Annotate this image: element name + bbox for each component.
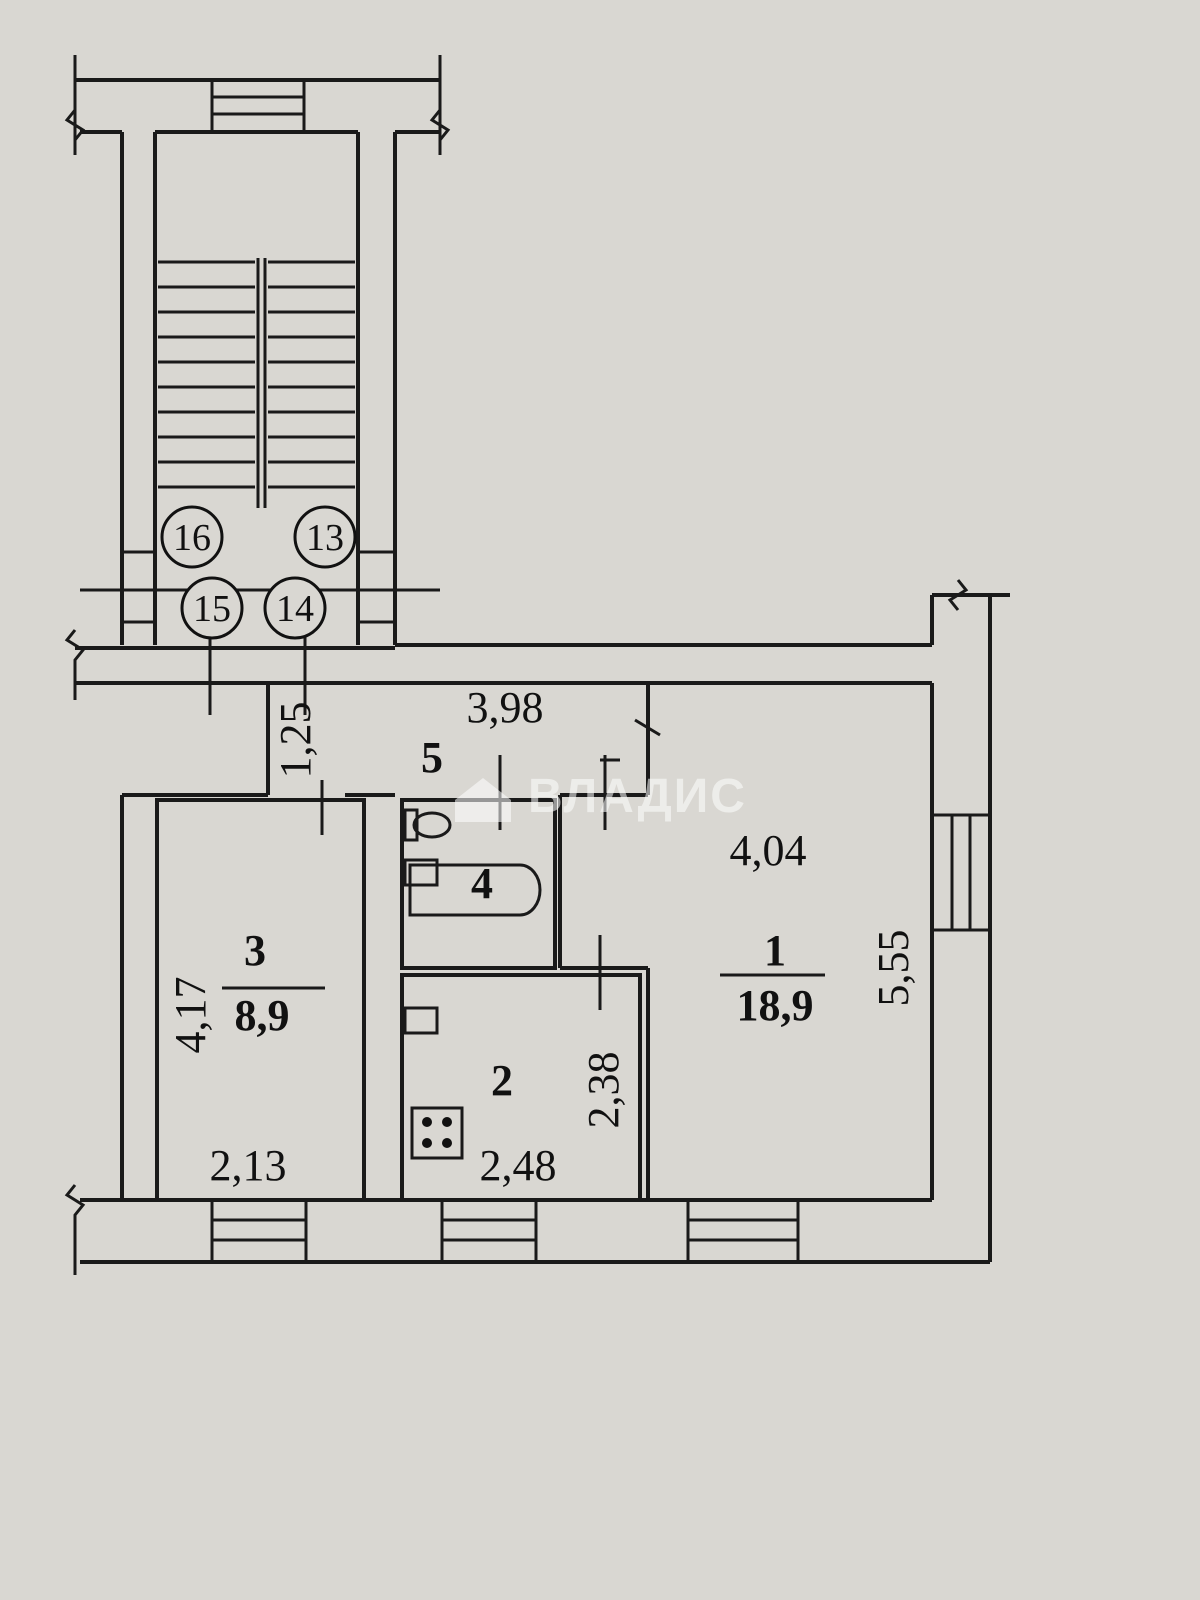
- apartment-walls: [64, 109, 1010, 1275]
- room-1-area: 18,9: [737, 981, 814, 1030]
- sink-icon: [403, 858, 439, 887]
- room-1-number: 1: [764, 926, 786, 975]
- bathtub-icon: [408, 863, 542, 917]
- dim-room2-length: 2,38: [579, 1052, 628, 1129]
- svg-text:14: 14: [276, 588, 314, 630]
- staircase: [73, 55, 442, 645]
- toilet-icon: [403, 808, 452, 842]
- stair-steps: [158, 260, 355, 489]
- dim-room1-length: 5,55: [869, 930, 918, 1007]
- room-5-number: 5: [421, 733, 443, 782]
- dim-room1-width: 4,04: [730, 826, 807, 875]
- svg-text:15: 15: [193, 588, 231, 630]
- dim-room3-width: 2,13: [210, 1141, 287, 1190]
- dim-room2-width: 2,48: [480, 1141, 557, 1190]
- dim-room3-length: 4,17: [166, 977, 215, 1054]
- svg-text:13: 13: [306, 517, 344, 559]
- room-2-number: 2: [491, 1056, 513, 1105]
- room-3-area: 8,9: [235, 991, 290, 1040]
- room-4-number: 4: [471, 859, 493, 908]
- dim-corridor-length: 3,98: [467, 683, 544, 732]
- unit-marker-16: 16: [160, 505, 224, 569]
- svg-text:16: 16: [173, 517, 211, 559]
- unit-marker-15: 15: [180, 576, 244, 640]
- watermark-logo: ВЛАДИС: [455, 770, 747, 823]
- room-3-number: 3: [244, 926, 266, 975]
- dim-corridor-width: 1,25: [271, 702, 320, 779]
- unit-marker-14: 14: [263, 576, 327, 640]
- stove-icon: [410, 1106, 464, 1160]
- svg-text:ВЛАДИС: ВЛАДИС: [528, 770, 747, 823]
- unit-marker-13: 13: [293, 505, 357, 569]
- kitchen-sink-icon: [403, 1006, 439, 1035]
